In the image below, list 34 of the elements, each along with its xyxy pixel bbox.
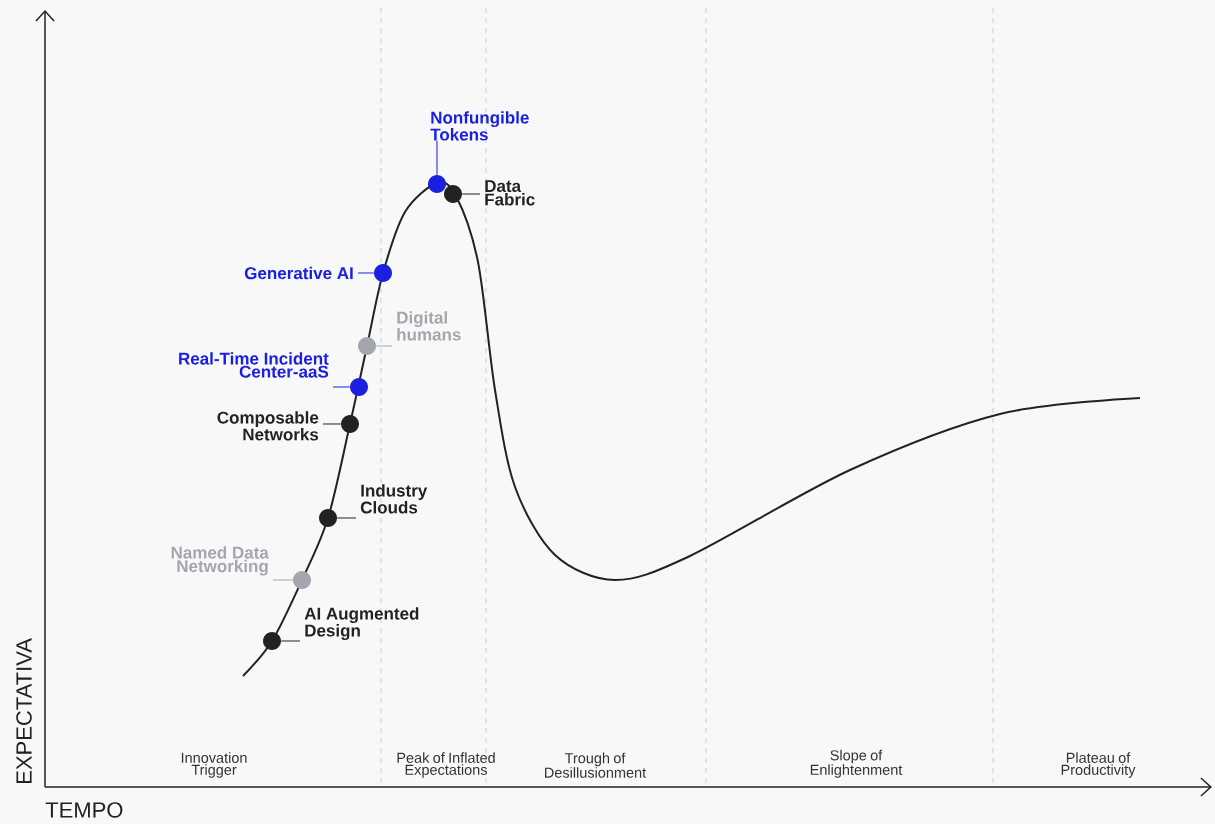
technology-label: Nonfungible Tokens bbox=[430, 111, 529, 141]
leader-line bbox=[357, 272, 375, 274]
technology-label: Digital humans bbox=[397, 311, 461, 341]
technology-label: Generative AI bbox=[244, 266, 353, 280]
curve-dot bbox=[374, 264, 392, 282]
phase-label: Innovation Trigger bbox=[181, 752, 247, 778]
curve-dot bbox=[341, 415, 359, 433]
axis-title: TEMPO bbox=[45, 802, 123, 818]
curve-dot bbox=[350, 378, 368, 396]
phase-label: Trough of Desillusionment bbox=[545, 752, 647, 778]
technology-label: AI Augmented Design bbox=[304, 607, 419, 641]
technology-label: Industry Clouds bbox=[360, 484, 428, 514]
curve-dot bbox=[358, 337, 376, 355]
leader-line bbox=[336, 517, 357, 519]
technology-label: Named Data Networking bbox=[171, 546, 269, 576]
phase-label: Plateau of Productivity bbox=[1061, 752, 1136, 778]
curve-dot bbox=[444, 185, 462, 203]
leader-line bbox=[322, 423, 342, 425]
curve-dot bbox=[428, 175, 446, 193]
curve-dot bbox=[319, 509, 337, 527]
leader-line bbox=[375, 345, 393, 347]
leader-line bbox=[332, 386, 351, 388]
curve-dot bbox=[263, 632, 281, 650]
leader-line bbox=[280, 640, 301, 642]
technology-label: Data Fabric bbox=[485, 180, 535, 206]
leader-line bbox=[436, 140, 438, 176]
leader-line bbox=[461, 193, 481, 195]
axis-title: EXPECTATIVA bbox=[16, 638, 32, 783]
phase-label: Slope of Enlightenment bbox=[810, 749, 903, 778]
technology-label: Real-Time Incident Center-aaS bbox=[179, 352, 329, 378]
phase-label: Peak of Inflated Expectations bbox=[397, 752, 495, 778]
technology-label: Composable Networks bbox=[217, 411, 319, 441]
curve-dot bbox=[293, 571, 311, 589]
leader-line bbox=[272, 579, 294, 581]
